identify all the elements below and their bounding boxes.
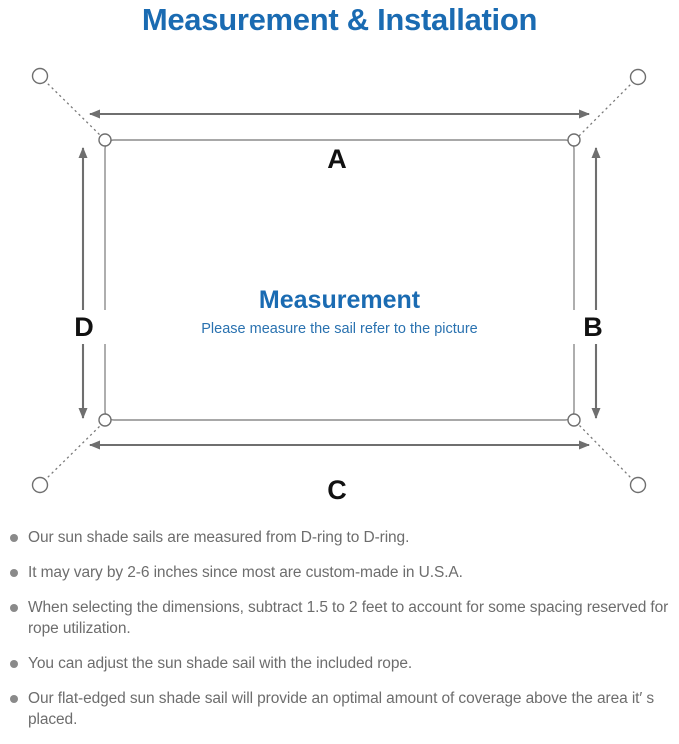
dimension-label-d: D xyxy=(57,310,111,344)
dimension-label-a: A xyxy=(307,144,367,174)
top-right-d-ring-icon xyxy=(567,133,581,147)
list-item: It may vary by 2-6 inches since most are… xyxy=(0,562,679,583)
dimension-label-c: C xyxy=(307,475,367,505)
rope-line-top-left xyxy=(43,79,103,138)
bullet-icon xyxy=(10,660,18,668)
top-left-d-ring-icon xyxy=(98,133,112,147)
sail-diagram-svg xyxy=(31,67,647,494)
anchor-points xyxy=(31,67,647,494)
note-text: Our flat-edged sun shade sail will provi… xyxy=(28,690,655,728)
bullet-icon xyxy=(10,604,18,612)
bottom-right-anchor-icon xyxy=(629,476,647,494)
dimension-arrows xyxy=(78,109,601,450)
bullet-icon xyxy=(10,569,18,577)
rope-line-bottom-right xyxy=(577,423,635,482)
note-text: It may vary by 2-6 inches since most are… xyxy=(28,564,463,581)
bullet-icon xyxy=(10,695,18,703)
rope-line-top-right xyxy=(577,80,635,138)
list-item: When selecting the dimensions, subtract … xyxy=(0,597,679,639)
note-text: When selecting the dimensions, subtract … xyxy=(28,599,669,637)
top-right-anchor-icon xyxy=(629,68,647,86)
note-text: Our sun shade sails are measured from D-… xyxy=(28,529,410,546)
list-item: Our flat-edged sun shade sail will provi… xyxy=(0,688,679,730)
list-item: Our sun shade sails are measured from D-… xyxy=(0,527,679,548)
rope-lines xyxy=(43,79,635,482)
list-item: You can adjust the sun shade sail with t… xyxy=(0,653,679,674)
bottom-right-d-ring-icon xyxy=(567,413,581,427)
d-rings xyxy=(98,133,581,427)
page-title: Measurement & Installation xyxy=(141,2,538,37)
top-left-anchor-icon xyxy=(31,67,49,85)
rope-line-bottom-left xyxy=(43,423,103,482)
notes-list: Our sun shade sails are measured from D-… xyxy=(0,527,679,744)
bottom-left-d-ring-icon xyxy=(98,413,112,427)
dimension-label-b: B xyxy=(566,310,620,344)
note-text: You can adjust the sun shade sail with t… xyxy=(28,655,413,672)
sail-diagram: A B C D Measurement Please measure the s… xyxy=(0,45,679,515)
sail-shape xyxy=(104,139,575,421)
bottom-left-anchor-icon xyxy=(31,476,49,494)
bullet-icon xyxy=(10,534,18,542)
